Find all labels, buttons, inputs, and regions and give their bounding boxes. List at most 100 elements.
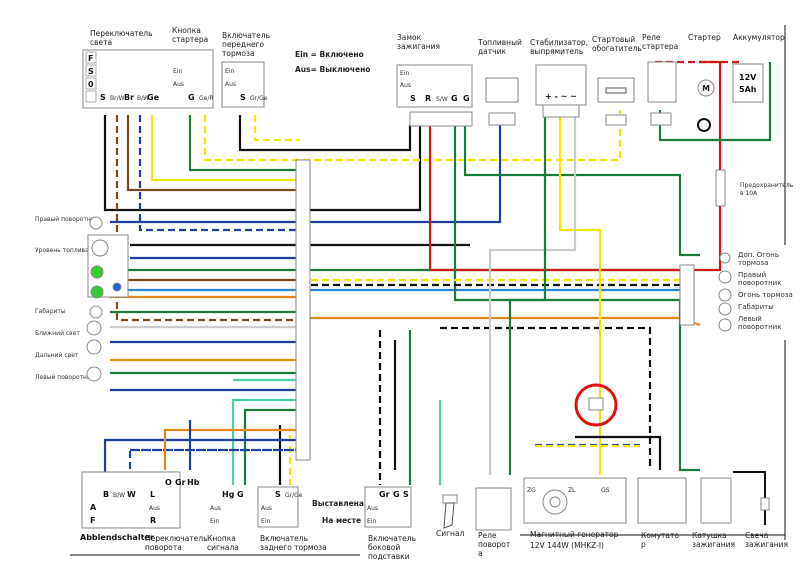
label: Hb: [187, 478, 200, 487]
label: боковой: [368, 543, 400, 552]
label: G: [463, 94, 470, 103]
label: 12V 144W (MHKZ-I): [530, 541, 604, 550]
label: обогатитель: [592, 44, 642, 53]
label: стартера: [642, 42, 678, 51]
horn: Сигнал: [436, 494, 465, 538]
label: M: [702, 84, 710, 93]
label: W: [127, 490, 136, 499]
label: Предохранитель: [740, 182, 794, 189]
legend: Ein = Включено Aus= Выключено: [295, 50, 370, 74]
label: Замок: [397, 33, 422, 42]
label: р: [641, 540, 646, 549]
label: света: [90, 38, 112, 47]
label: Gr/Ge: [250, 95, 268, 102]
label: Hg: [222, 490, 235, 499]
label: S: [100, 93, 106, 102]
label: Топливный: [477, 38, 522, 47]
label: датчик: [478, 47, 506, 56]
label: Ein: [261, 518, 270, 525]
label: S: [403, 490, 409, 499]
label: Включатель: [222, 31, 270, 40]
starter-button: Кнопка стартера Ein Aus G Ge/R: [172, 26, 214, 102]
label: подставки: [368, 552, 410, 561]
label: ZG: [527, 487, 536, 494]
label: Правый поворотник: [35, 216, 99, 223]
right-lamps: [718, 252, 732, 332]
central-connector: [295, 159, 695, 461]
fuel-gauge-icon: [91, 239, 109, 257]
starter-relay: Реле стартера: [642, 33, 678, 126]
cdi-unit: Комутато р: [637, 477, 687, 549]
label: зажигания: [692, 540, 735, 549]
label: Aus: [261, 505, 272, 512]
label: ZL: [568, 487, 576, 494]
label: Свеча: [745, 531, 768, 540]
horn-button: Hg G Aus Ein Кнопка сигнала: [207, 490, 244, 552]
label: Стабилизатор,: [530, 38, 588, 47]
label: Abblendschalter: [80, 533, 154, 542]
label: B: [103, 490, 109, 499]
label: G: [237, 490, 244, 499]
lamp-icon: [718, 302, 732, 316]
rear-brake-switch: S Gr/Ge Aus Ein Включатель заднего тормо…: [257, 486, 327, 552]
spark-plug: Свеча зажигания: [733, 471, 788, 549]
label: Aus= Выключено: [295, 65, 370, 74]
label: поворот: [478, 540, 511, 549]
label: Включатель: [260, 534, 308, 543]
label: R: [150, 516, 156, 525]
label: B/W: [113, 492, 125, 499]
label: Br: [124, 93, 134, 102]
label: Ein: [367, 518, 376, 525]
ignition-coil: Катушка зажигания: [692, 477, 735, 549]
label: Ein = Включено: [295, 50, 364, 59]
label: + - ~ ~: [545, 92, 577, 101]
label: Уровень топлива: [35, 247, 89, 254]
label: заднего тормоза: [260, 543, 327, 552]
label: Выставлена: [312, 499, 364, 508]
right-lamp-label-position: Габариты: [738, 303, 798, 311]
label: зажигания: [397, 42, 440, 51]
label: Ein: [225, 68, 234, 75]
label: поворота: [145, 543, 182, 552]
ignition-lock: Замок зажигания Ein Aus S R S/W G G: [396, 33, 473, 127]
label: S: [410, 94, 416, 103]
label: 12V: [739, 73, 757, 82]
label: Дальний свет: [35, 352, 79, 359]
starter-motor: Стартер M: [688, 33, 721, 132]
highlight-circle: [574, 383, 618, 427]
label: O: [165, 478, 172, 487]
label: Стартер: [688, 33, 721, 42]
label: G: [451, 94, 458, 103]
battery: Аккумулятор 12V 5Ah: [732, 33, 785, 103]
label: сигнала: [207, 543, 239, 552]
label: G: [393, 490, 400, 499]
label: Сигнал: [436, 529, 465, 538]
lamp-icon: [719, 252, 731, 264]
right-lamp-label-brake: Огонь тормоза: [738, 291, 798, 299]
lamp-icon: [718, 270, 732, 284]
turn-relay: Реле поворот а: [475, 487, 512, 558]
label: Aus: [210, 505, 221, 512]
label: F: [90, 516, 95, 525]
label: Aus: [225, 81, 236, 88]
label: тормоза: [222, 49, 255, 58]
label: S: [240, 93, 246, 102]
label: F: [88, 54, 93, 63]
right-lamp-label-left-turn: Левый поворотник: [738, 315, 798, 331]
label: Aus: [400, 82, 411, 89]
label: в 10A: [740, 190, 758, 197]
lamp-icon: [718, 288, 732, 302]
label: Gr: [379, 490, 390, 499]
magneto-generator: ZG ZL GS Магнитный генератор 12V 144W (M…: [523, 477, 627, 550]
label: L: [150, 490, 155, 499]
left-lamps: Правый поворотник Уровень топлива Габари…: [35, 216, 129, 382]
label: Стартовый: [592, 35, 635, 44]
label: Катушка: [692, 531, 727, 540]
connector-icon: [588, 397, 604, 411]
label: 0: [88, 80, 94, 89]
label: Ein: [400, 70, 409, 77]
label: B/W: [137, 95, 149, 102]
label: Aus: [149, 505, 160, 512]
label: Gr: [175, 478, 186, 487]
